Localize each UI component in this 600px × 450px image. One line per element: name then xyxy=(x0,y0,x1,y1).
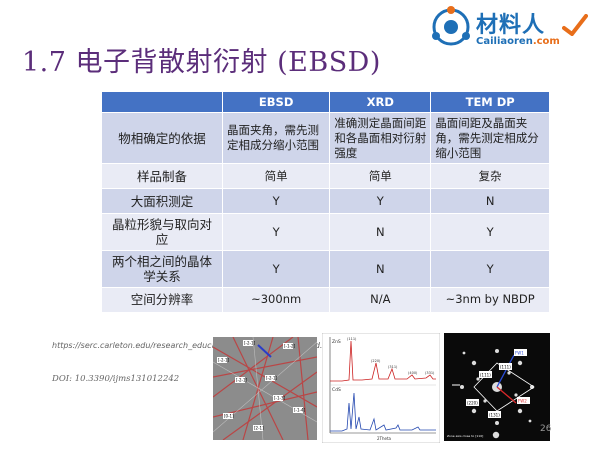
header-blank xyxy=(102,92,223,113)
ebsd-label: [2-1] xyxy=(254,426,264,431)
ebsd-label: [-2-1] xyxy=(218,358,230,363)
xrd-xaxis-label: 2Theta xyxy=(377,436,392,441)
xrd-pattern-image: ZnS CdS (111) (220) (311) (400) (331) 2T… xyxy=(322,333,440,443)
header-ebsd: EBSD xyxy=(222,92,331,113)
table-row: 两个相之间的晶体学关系 Y N Y xyxy=(102,250,550,288)
cell-tem: 晶面间距及晶面夹角，需先测定相成分缩小范围 xyxy=(430,112,550,164)
tem-label: FW1 xyxy=(515,351,524,356)
xrd-peak-label: (331) xyxy=(425,371,435,375)
cell-ebsd: 晶面夹角，需先测定相成分缩小范围 xyxy=(222,112,331,164)
cell-tem: Y xyxy=(430,250,550,288)
ebsd-label: [-1-2] xyxy=(284,344,296,349)
cell-ebsd: 简单 xyxy=(222,163,331,189)
logo-cn-text: 材料人 xyxy=(476,13,546,38)
cell-xrd: N xyxy=(329,250,432,288)
cell-ebsd: Y xyxy=(222,188,331,214)
cell-tem: N xyxy=(430,188,550,214)
row-attr: 晶粒形貌与取向对应 xyxy=(102,213,223,251)
cell-xrd: N xyxy=(329,213,432,251)
tem-label: (111) xyxy=(500,365,511,370)
tem-label: (131) xyxy=(489,413,500,418)
cell-tem: Y xyxy=(430,213,550,251)
reference-url: https://serc.carleton.edu/research_educa… xyxy=(52,341,341,350)
table-row: 大面积测定 Y Y N xyxy=(102,188,550,214)
xrd-peak-label: (220) xyxy=(371,359,381,363)
ebsd-label: [-2-1] xyxy=(266,376,278,381)
tem-caption: Zone axis close to [110] xyxy=(447,434,483,438)
xrd-peak-label: (111) xyxy=(347,337,357,341)
reference-doi: DOI: 10.3390/ijms131012242 xyxy=(52,374,180,384)
table-row: 样品制备 简单 简单 复杂 xyxy=(102,163,550,189)
cell-ebsd: Y xyxy=(222,250,331,288)
tem-diffraction-pattern-image: FW1 FW2 (111) (111) (220) (131) Zone axi… xyxy=(444,333,550,441)
cell-tem: 复杂 xyxy=(430,163,550,189)
cell-xrd: Y xyxy=(329,188,432,214)
cell-xrd: 简单 xyxy=(329,163,432,189)
table-header-row: EBSD XRD TEM DP xyxy=(102,92,550,113)
ebsd-label: [-2-1] xyxy=(236,378,248,383)
logo-check-icon xyxy=(562,14,588,36)
cell-ebsd: ~300nm xyxy=(222,287,331,312)
row-attr: 物相确定的依据 xyxy=(102,112,223,164)
ebsd-label: [0-1] xyxy=(224,414,234,419)
table-row: 晶粒形貌与取向对应 Y N Y xyxy=(102,213,550,251)
cailiaoren-logo: 材料人 Cailiaoren.com xyxy=(430,6,595,50)
comparison-table: EBSD XRD TEM DP 物相确定的依据 晶面夹角，需先测定相成分缩小范围… xyxy=(102,92,550,312)
row-attr: 两个相之间的晶体学关系 xyxy=(102,250,223,288)
cell-tem: ~3nm by NBDP xyxy=(430,287,550,312)
slide-title: 1.7 电子背散射衍射 (EBSD) xyxy=(22,47,381,78)
tem-label: FW2 xyxy=(518,399,527,404)
header-tem: TEM DP xyxy=(430,92,550,113)
row-attr: 样品制备 xyxy=(102,163,223,189)
tem-label: (220) xyxy=(467,401,478,406)
cell-xrd: N/A xyxy=(329,287,432,312)
row-attr: 空间分辨率 xyxy=(102,287,223,312)
logo-en-text: Cailiaoren.com xyxy=(476,36,560,47)
header-xrd: XRD xyxy=(329,92,432,113)
xrd-peak-label: (311) xyxy=(388,365,398,369)
xrd-top-label: ZnS xyxy=(332,339,341,345)
ebsd-kikuchi-pattern-image: [-2-1] [-2-1] [-1-2] [-2-1] [-2-1] [-1-3… xyxy=(213,337,317,440)
xrd-bottom-label: CdS xyxy=(332,387,341,393)
cell-ebsd: Y xyxy=(222,213,331,251)
ebsd-label: [-1-4] xyxy=(294,408,306,413)
xrd-peak-label: (400) xyxy=(408,371,418,375)
cell-xrd: 准确测定晶面间距和各晶面相对衍射强度 xyxy=(329,112,432,164)
row-attr: 大面积测定 xyxy=(102,188,223,214)
logo-molecule-icon xyxy=(432,6,470,46)
table-row: 物相确定的依据 晶面夹角，需先测定相成分缩小范围 准确测定晶面间距和各晶面相对衍… xyxy=(102,112,550,164)
page-number: 26 xyxy=(540,424,552,434)
ebsd-label: [-2-1] xyxy=(244,341,256,346)
ebsd-label: [-1-3] xyxy=(274,396,286,401)
table-row: 空间分辨率 ~300nm N/A ~3nm by NBDP xyxy=(102,287,550,312)
tem-label: (111) xyxy=(480,373,491,378)
